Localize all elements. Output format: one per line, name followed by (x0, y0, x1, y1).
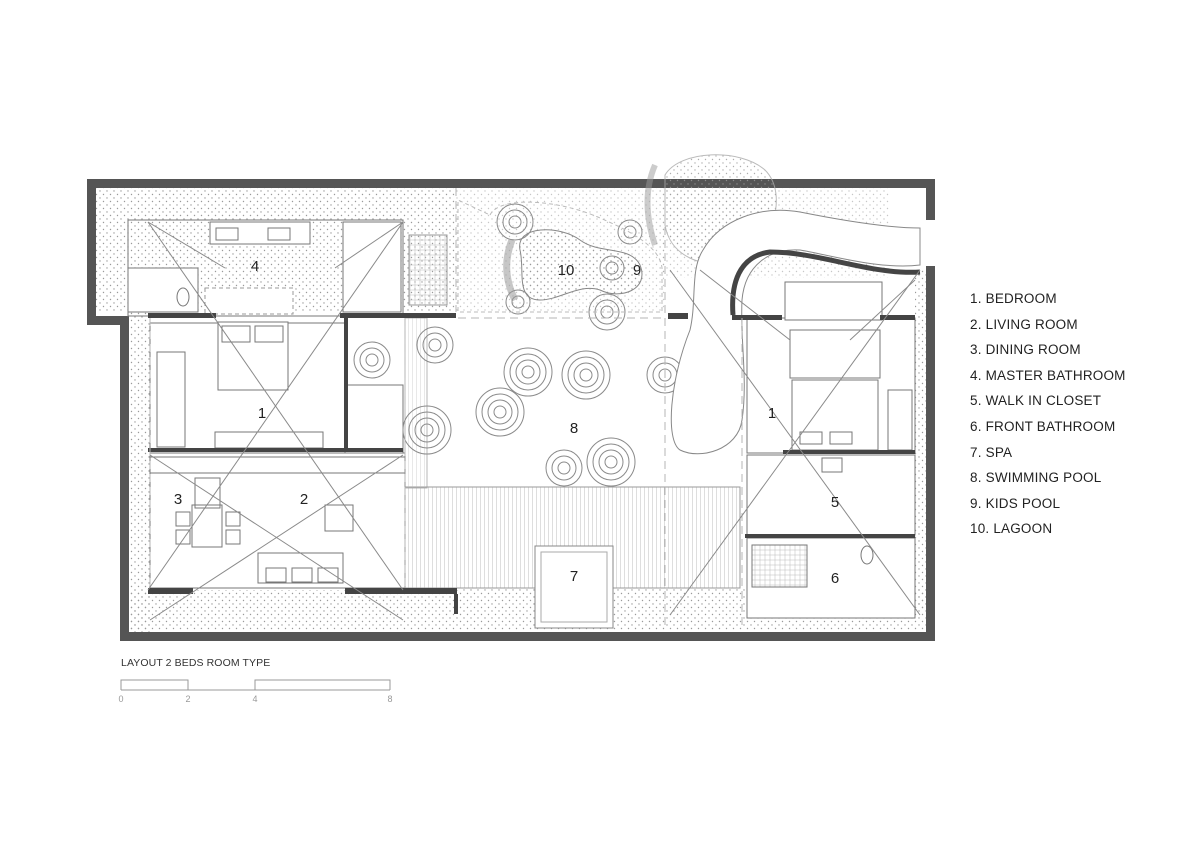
scale-bar: 0 2 4 8 (118, 679, 393, 704)
pool-ripple (428, 338, 442, 352)
pool-ripple (573, 362, 599, 388)
pool-ripple (509, 353, 547, 391)
pool-ripple (416, 326, 454, 364)
pool-ripple (402, 405, 452, 455)
pool-ripple (545, 449, 583, 487)
outer-walls (87, 179, 935, 641)
scale-tick-4: 4 (252, 694, 257, 704)
legend-item: 2. LIVING ROOM (970, 316, 1078, 332)
room-legend: 1. BEDROOM 2. LIVING ROOM 3. DINING ROOM… (970, 286, 1126, 542)
pool-ripple (353, 341, 391, 379)
legend-item: 1. BEDROOM (970, 291, 1057, 306)
legend-item: 7. SPA (970, 444, 1013, 460)
pool-ripple (567, 356, 605, 394)
pool-ripple (592, 443, 630, 481)
legend-item: 6. FRONT BATHROOM (970, 418, 1116, 434)
pool-ripple (365, 353, 379, 367)
interior-walls (148, 313, 915, 614)
label-master-bathroom: 4 (251, 258, 259, 275)
pool-ripple (604, 455, 618, 469)
label-spa: 7 (570, 568, 578, 585)
scale-tick-0: 0 (118, 694, 123, 704)
pool-deck (404, 317, 741, 629)
pool-ripple (408, 411, 446, 449)
scale-tick-8: 8 (387, 694, 392, 704)
pool-ripple (422, 332, 448, 358)
scale-tick-2: 2 (185, 694, 190, 704)
pool-ripple (496, 203, 534, 241)
pool-ripple (551, 455, 577, 481)
plan-caption: LAYOUT 2 BEDS ROOM TYPE (121, 657, 271, 669)
pool-ripple (505, 289, 531, 315)
label-walk-in-closet: 5 (831, 494, 839, 511)
right-wing (746, 281, 916, 619)
room-number-labels: 4 1 3 2 10 9 8 7 1 5 6 (174, 258, 839, 587)
pool-ripple (561, 350, 611, 400)
label-dining-room: 3 (174, 491, 182, 508)
legend-item: 5. WALK IN CLOSET (970, 393, 1102, 409)
pool-ripple (623, 225, 637, 239)
pool-ripple (502, 209, 528, 235)
pool-ripple (508, 215, 522, 229)
pool-ripple (511, 295, 525, 309)
bedroom-left (149, 321, 404, 454)
label-living-room: 2 (300, 491, 308, 508)
pool-ripple (658, 368, 672, 382)
legend-item: 8. SWIMMING POOL (970, 470, 1102, 486)
pool-ripple (475, 387, 525, 437)
legend-item: 9. KIDS POOL (970, 495, 1061, 511)
pool-ripple (617, 219, 643, 245)
roof-lines (147, 221, 921, 621)
label-bedroom-left: 1 (258, 405, 266, 422)
pool-ripple (557, 461, 571, 475)
pool-ripple (487, 399, 513, 425)
legend-item: 10. LAGOON (970, 521, 1053, 537)
walkway (670, 209, 921, 455)
label-kids-pool: 9 (633, 262, 641, 279)
master-bathroom (127, 219, 448, 317)
pool-ripple (414, 417, 440, 443)
pool-ripple (481, 393, 519, 431)
pool-ripple (515, 359, 541, 385)
pool-ripple (598, 449, 624, 475)
pool-ripple (521, 365, 535, 379)
legend-item: 3. DINING ROOM (970, 342, 1081, 358)
pool-ripple (420, 423, 434, 437)
pool-ripple (586, 437, 636, 487)
pool-ripple (493, 405, 507, 419)
label-front-bathroom: 6 (831, 570, 839, 587)
label-lagoon: 10 (558, 262, 575, 279)
pool-ripple (579, 368, 593, 382)
living-dining (149, 452, 406, 589)
lagoon (457, 199, 663, 313)
legend-item: 4. MASTER BATHROOM (970, 367, 1126, 383)
pool-ripple (503, 347, 553, 397)
label-bedroom-right: 1 (768, 405, 776, 422)
label-swimming-pool: 8 (570, 420, 578, 437)
pool-ripple (359, 347, 385, 373)
